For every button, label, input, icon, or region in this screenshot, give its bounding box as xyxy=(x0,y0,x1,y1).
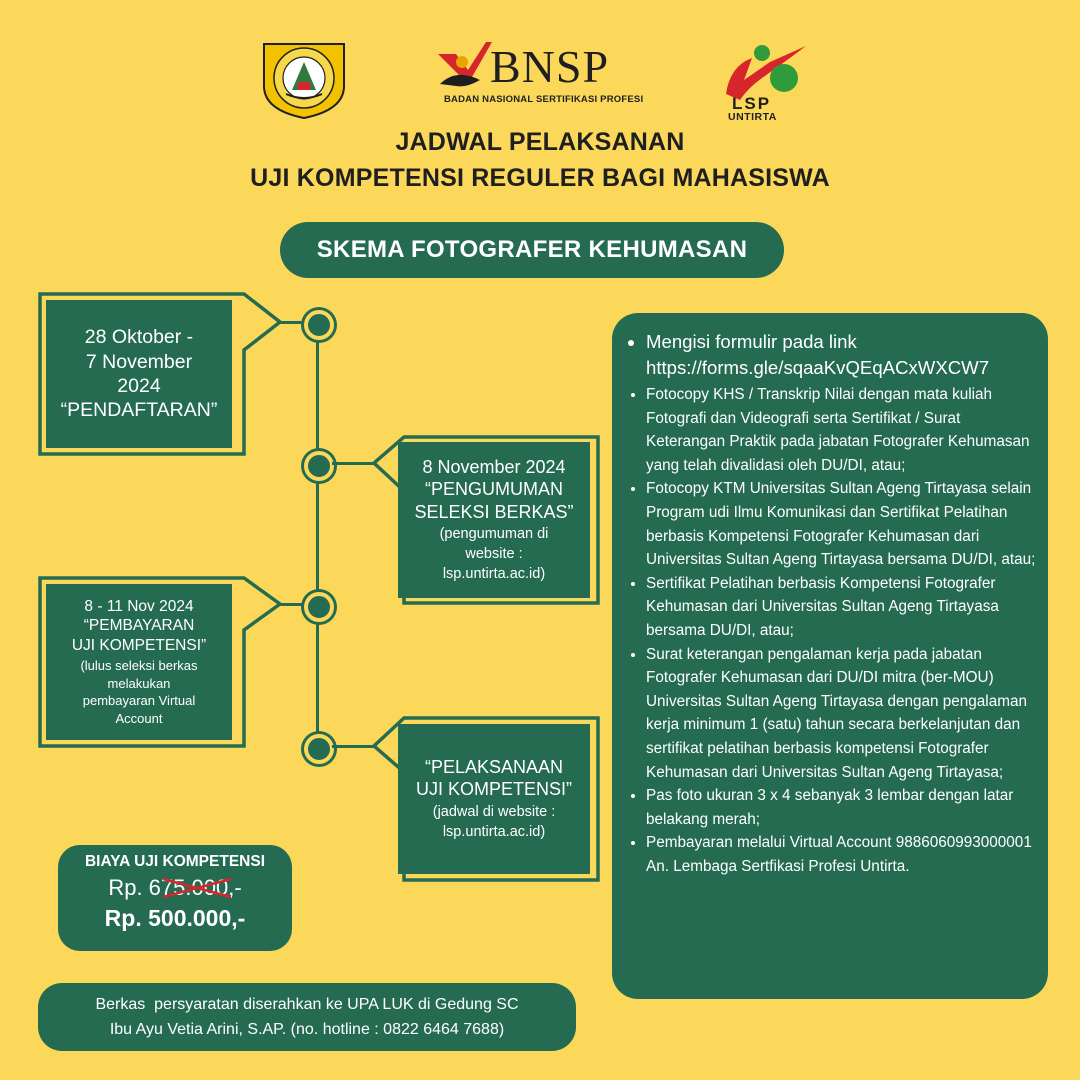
date-box-payment: 8 - 11 Nov 2024 “PEMBAYARAN UJI KOMPETEN… xyxy=(46,584,232,740)
box3-note-4: Account xyxy=(115,710,163,726)
box1-line-2: 7 November xyxy=(85,350,193,373)
box4-line-1: “PELAKSANAAN xyxy=(424,756,564,777)
bnsp-subtitle: BADAN NASIONAL SERTIFIKASI PROFESI xyxy=(444,94,644,105)
date-box-1-frame xyxy=(38,292,283,456)
requirements-list: Mengisi formulir pada link https://forms… xyxy=(630,329,1038,878)
bnsp-mark-icon xyxy=(438,42,492,87)
requirement-item-6: Pas foto ukuran 3 x 4 sebanyak 3 lembar … xyxy=(646,784,1038,831)
connector-2 xyxy=(332,462,376,465)
title-line-1: JADWAL PELAKSANAN xyxy=(395,128,685,156)
date-box-execution: “PELAKSANAAN UJI KOMPETENSI” (jadwal di … xyxy=(398,724,590,874)
requirement-item-2: Fotocopy KHS / Transkrip Nilai dengan ma… xyxy=(646,383,1038,477)
requirement-item-7: Pembayaran melalui Virtual Account 98860… xyxy=(646,831,1038,878)
box4-note-1: (jadwal di website : xyxy=(432,803,556,820)
box1-line-4: “PENDAFTARAN” xyxy=(60,399,218,422)
box1-line-3: 2024 xyxy=(117,375,161,397)
box2-line-2: “PENGUMUMAN xyxy=(425,479,563,500)
box2-note-1: (pengumuman di xyxy=(439,526,549,543)
footer-line-1: Berkas persyaratan diserahkan ke UPA LUK… xyxy=(95,996,519,1013)
fee-old-price: Rp. 675.000,- xyxy=(58,875,292,901)
scheme-badge: SKEMA FOTOGRAFER KEHUMASAN xyxy=(280,222,784,278)
requirement-item-3: Fotocopy KTM Universitas Sultan Ageng Ti… xyxy=(646,477,1038,571)
date-box-registration: 28 Oktober - 7 November 2024 “PENDAFTARA… xyxy=(46,300,232,448)
date-box-2-frame xyxy=(371,435,600,605)
bnsp-name: BNSP xyxy=(490,41,610,92)
requirements-panel: Mengisi formulir pada link https://forms… xyxy=(612,313,1048,999)
box3-note-1: (lulus seleksi berkas xyxy=(80,657,198,673)
box3-line-1: 8 - 11 Nov 2024 xyxy=(84,597,194,615)
requirement-item-5: Surat keterangan pengalaman kerja pada j… xyxy=(646,643,1038,785)
box4-note-2: lsp.untirta.ac.id) xyxy=(442,823,546,840)
bnsp-logo: BNSP BADAN NASIONAL SERTIFIKASI PROFESI xyxy=(436,40,644,110)
lsp-name: LSP xyxy=(732,94,772,113)
fee-label: BIAYA UJI KOMPETENSI xyxy=(84,853,266,870)
connector-4 xyxy=(332,745,376,748)
timeline-node-2 xyxy=(304,451,334,481)
box4-line-2: UJI KOMPETENSI” xyxy=(415,779,572,800)
lsp-subtitle: UNTIRTA xyxy=(728,111,777,123)
fee-old-suffix: ,- xyxy=(228,875,242,900)
fee-panel: BIAYA UJI KOMPETENSI Rp. 675.000,- Rp. 5… xyxy=(58,845,292,951)
title-line-2: UJI KOMPETENSI REGULER BAGI MAHASISWA xyxy=(250,164,830,192)
timeline-node-1 xyxy=(304,310,334,340)
requirement-item-4: Sertifikat Pelatihan berbasis Kompetensi… xyxy=(646,572,1038,643)
timeline-node-3 xyxy=(304,592,334,622)
fee-new-price: Rp. 500.000,- xyxy=(104,905,246,931)
fee-old-prefix: Rp. 6 xyxy=(108,875,161,900)
submission-info: Berkas persyaratan diserahkan ke UPA LUK… xyxy=(38,983,576,1051)
footer-line-2: Ibu Ayu Vetia Arini, S.AP. (no. hotline … xyxy=(109,1021,505,1038)
box1-line-1: 28 Oktober - xyxy=(84,326,194,349)
untirta-logo xyxy=(258,38,350,120)
box3-note-3: pembayaran Virtual xyxy=(82,693,196,709)
date-box-4-frame xyxy=(371,716,600,882)
requirement-item-1: Mengisi formulir pada link https://forms… xyxy=(646,329,1038,381)
lsp-figure-icon xyxy=(726,45,806,100)
timeline-node-4 xyxy=(304,734,334,764)
timeline-line xyxy=(316,322,319,748)
box3-line-3: UJI KOMPETENSI” xyxy=(71,636,207,654)
box3-note-2: melakukan xyxy=(107,675,171,691)
connector-1 xyxy=(280,321,304,324)
date-box-announcement: 8 November 2024 “PENGUMUMAN SELEKSI BERK… xyxy=(398,442,590,598)
box2-line-1: 8 November 2024 xyxy=(422,456,566,477)
connector-3 xyxy=(280,603,304,606)
strike-cross-icon xyxy=(162,877,232,899)
box2-note-3: lsp.untirta.ac.id) xyxy=(442,565,546,582)
box3-line-2: “PEMBAYARAN xyxy=(83,617,195,635)
box2-note-2: website : xyxy=(465,545,523,562)
lsp-untirta-logo: LSP UNTIRTA xyxy=(722,44,810,124)
box2-line-3: SELEKSI BERKAS” xyxy=(414,501,574,522)
date-box-3-frame xyxy=(38,576,283,748)
